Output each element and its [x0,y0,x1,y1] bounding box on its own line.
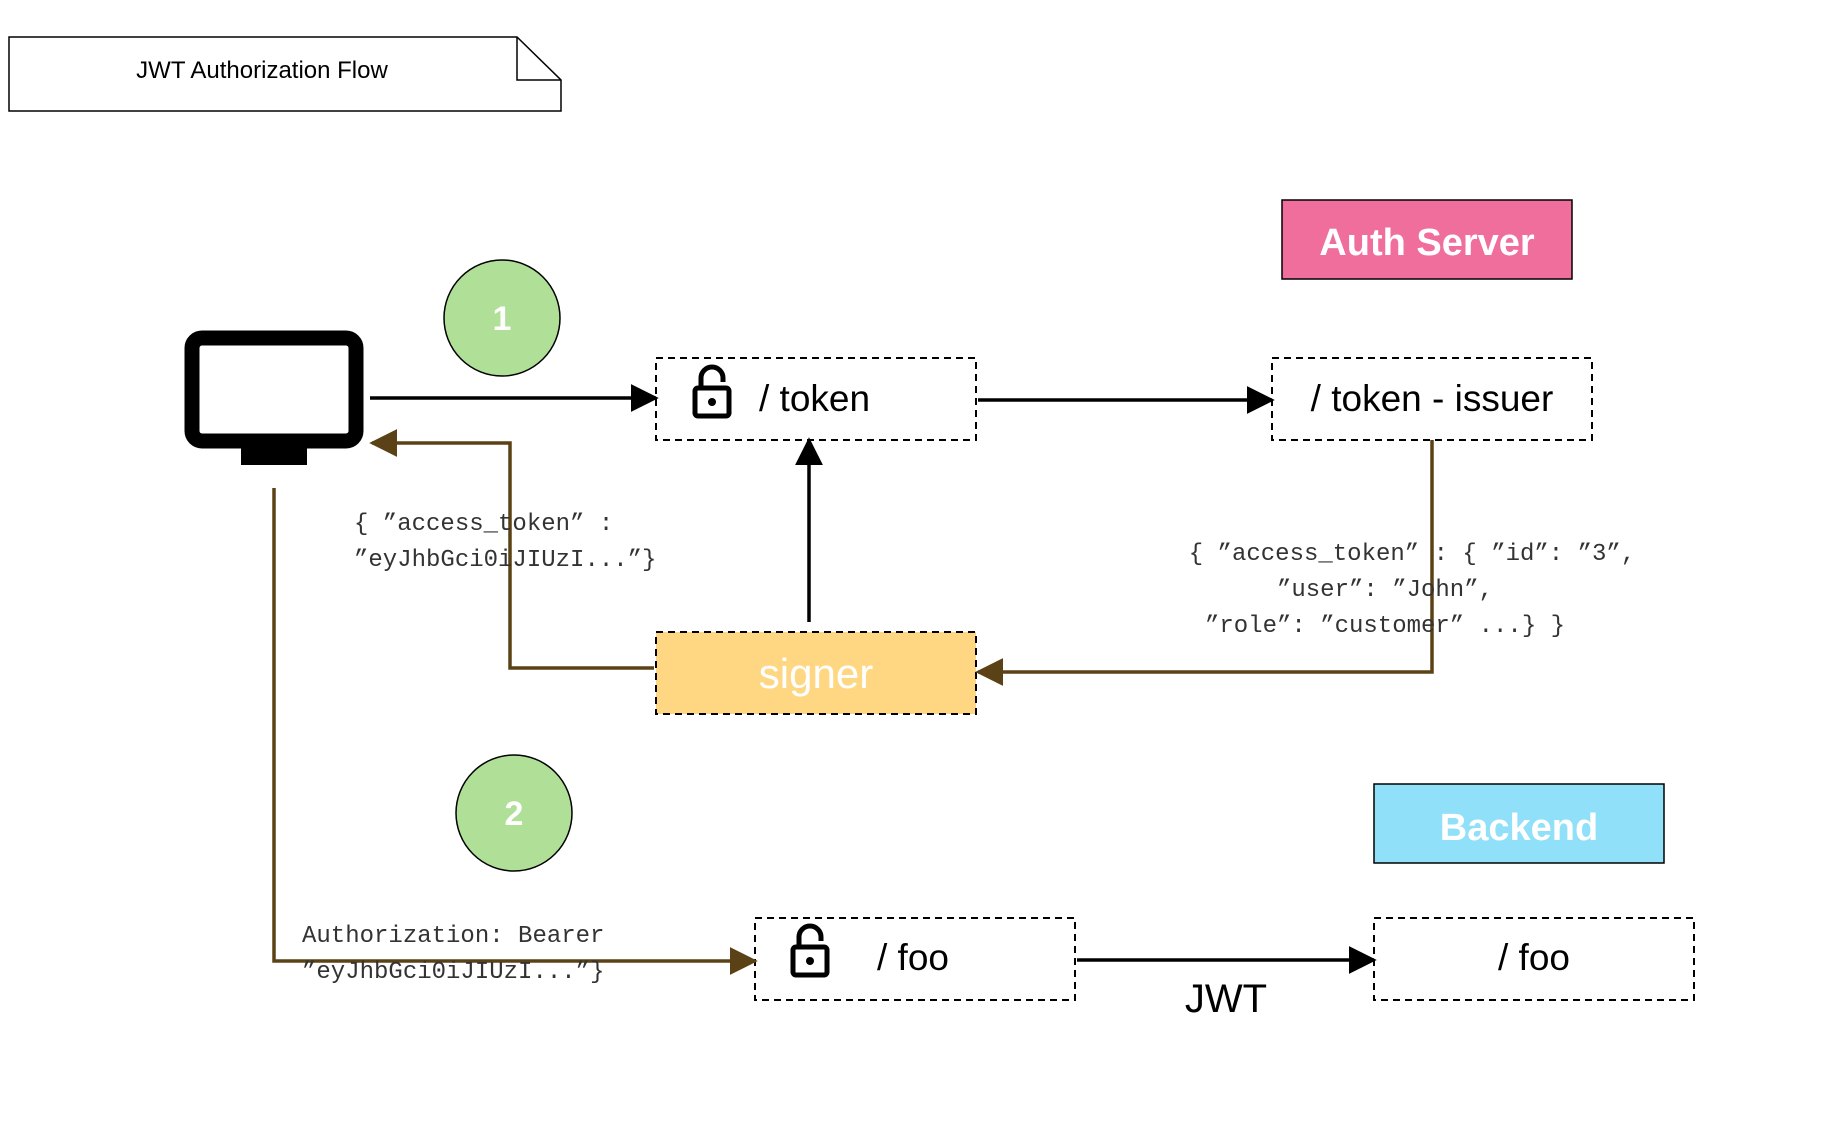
access-token-line-2: ”eyJhbGci0iJIUzI...”} [354,547,656,574]
foo-gateway-label: / foo [877,937,949,978]
claims-line-3: ”role”: ”customer” ...} } [1205,613,1565,640]
foo-backend-box: / foo [1373,917,1695,1001]
padlock-open-icon [692,364,732,419]
auth-server-label: Auth Server [1281,199,1573,280]
authorization-line-1: Authorization: Bearer [302,923,604,950]
token-endpoint-box: / token [655,357,977,441]
auth-server-text: Auth Server [1319,222,1535,264]
monitor-icon [184,330,364,465]
padlock-open-icon [790,923,830,978]
step-2-badge: 2 [455,754,573,872]
arrow-signer-to-client [369,429,654,670]
access-token-line-1: { ”access_token” : [354,511,613,538]
token-endpoint-label: / token [759,378,870,419]
claims-line-2: ”user”: ”John”, [1277,577,1493,604]
claims-line-1: { ”access_token” : { ”id”: ”3”, [1189,541,1635,568]
title-note: JWT Authorization Flow [8,36,562,112]
request-arrows [370,384,1377,974]
backend-text: Backend [1440,807,1598,849]
access-token-response-text: { ”access_token” : ”eyJhbGci0iJIUzI...”} [354,511,656,574]
authorization-header-text: Authorization: Bearer ”eyJhbGci0iJIUzI..… [302,923,604,986]
backend-label: Backend [1373,783,1665,864]
step-1-badge: 1 [443,259,561,377]
arrow-issuer-to-signer [975,440,1434,686]
authorization-line-2: ”eyJhbGci0iJIUzI...”} [302,959,604,986]
token-issuer-box: / token - issuer [1271,357,1593,441]
claims-text: { ”access_token” : { ”id”: ”3”, ”user”: … [1189,541,1635,640]
foo-gateway-box: / foo [754,917,1076,1001]
signer-box: signer [655,631,977,715]
response-arrows [272,429,1434,975]
foo-backend-label: / foo [1498,937,1570,978]
arrow-client-to-foo [272,488,758,975]
signer-label: signer [759,650,873,697]
title-note-text: JWT Authorization Flow [136,57,388,84]
step-1-number: 1 [493,300,512,338]
jwt-label: JWT [1185,977,1267,1021]
token-issuer-label: / token - issuer [1311,378,1554,419]
step-2-number: 2 [505,795,524,833]
